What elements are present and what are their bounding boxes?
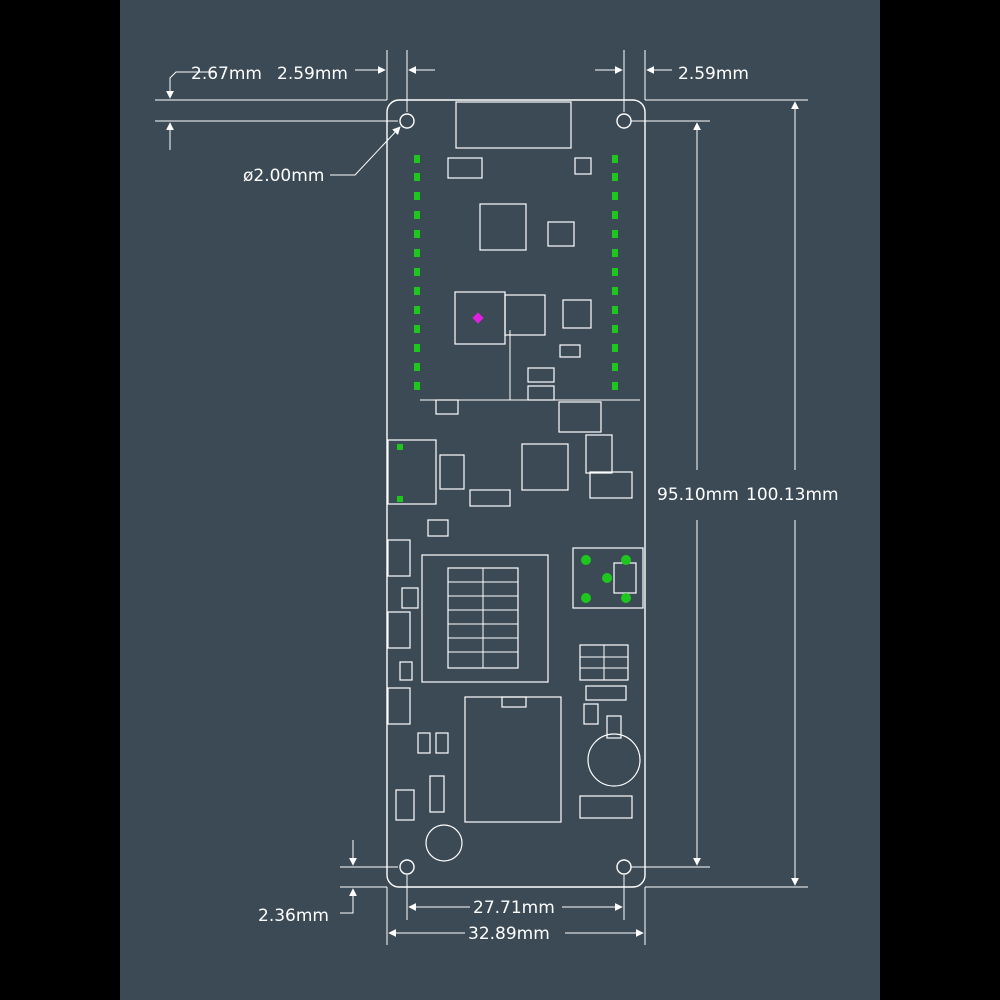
label-top-left-offset: 2.67mm [191,64,262,84]
board-components [387,101,644,862]
board-outline [386,99,646,888]
pin-pads-left [414,155,420,390]
right-dimensions [631,99,808,888]
label-hole-spacing-height: 95.10mm [657,485,739,505]
label-board-height: 100.13mm [746,485,839,505]
marker-dot [472,312,484,324]
mounting-hole-top-left [399,113,415,129]
pin-pads-right [612,155,618,390]
mounting-hole-bottom-left [399,859,415,875]
label-top-left-hole-offset: 2.59mm [277,64,348,84]
label-top-right-hole-offset: 2.59mm [678,64,749,84]
label-board-width: 32.89mm [468,924,550,944]
misc-pads [397,312,631,603]
outer-right-band [880,0,1000,1000]
label-hole-diameter: ø2.00mm [243,166,324,186]
bottom-dimensions [340,840,646,945]
label-bottom-offset: 2.36mm [258,906,329,926]
label-hole-spacing-width: 27.71mm [473,898,555,918]
outer-left-band [0,0,120,1000]
hole-diameter-leader [330,126,401,176]
top-dimensions [155,50,672,150]
drawing-background [120,0,880,1000]
